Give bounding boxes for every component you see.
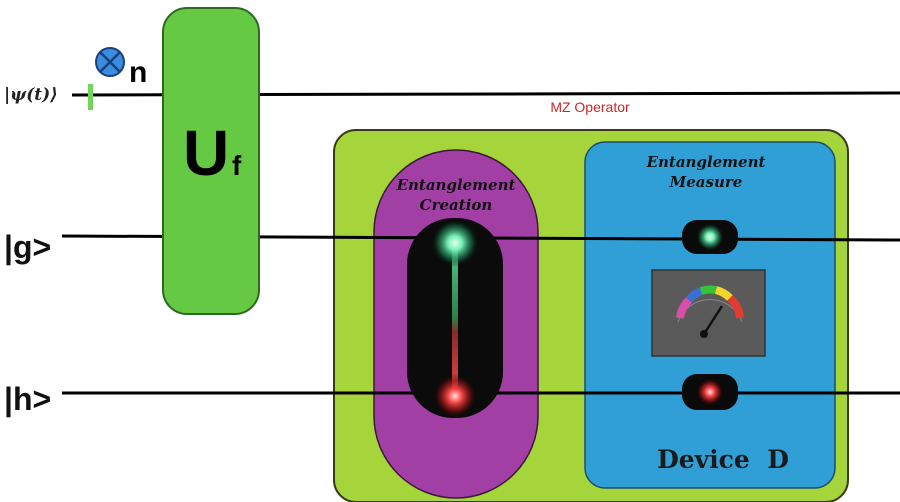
creation-title-line2: Creation <box>420 196 493 214</box>
uf-gate-main-label: U <box>183 117 229 189</box>
psi-input-label: |ψ(t)⟩ <box>4 85 58 105</box>
entangled-pair-capsule <box>407 218 503 418</box>
device-label: Device D <box>657 445 789 474</box>
g-input-label: |g> <box>4 229 51 265</box>
green-detector <box>682 220 738 254</box>
measure-title-line1: Entanglement <box>646 153 766 171</box>
mz-operator-label: MZ Operator <box>550 99 630 115</box>
measure-count-label: n <box>129 56 147 89</box>
circled-x-icon <box>95 47 125 77</box>
measure-title-line2: Measure <box>669 173 743 191</box>
creation-title-line1: Entanglement <box>396 176 516 194</box>
h-input-label: |h> <box>4 381 51 417</box>
uf-gate <box>162 7 260 315</box>
uf-gate-sub-label: f <box>232 150 242 181</box>
gauge-meter-icon <box>651 269 766 357</box>
red-detector <box>682 374 738 410</box>
psi-green-marker <box>88 84 93 110</box>
